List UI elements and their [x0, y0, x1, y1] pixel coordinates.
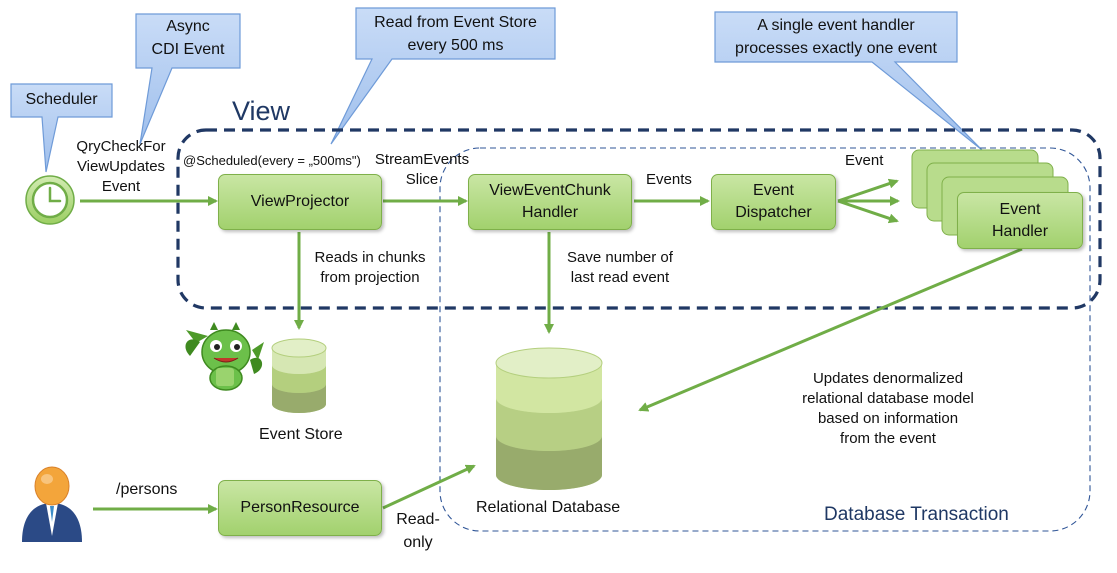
clock-icon — [25, 175, 75, 225]
view-projector-box: ViewProjector — [218, 174, 382, 230]
dispatcher-line-1: Event — [753, 182, 794, 199]
db-transaction-title: Database Transaction — [824, 504, 1009, 525]
view-title: View — [232, 96, 291, 126]
callout-scheduler — [10, 83, 113, 173]
save-line-1: Save number of — [567, 249, 673, 266]
callout-read-line-1: Read from Event Store — [374, 14, 537, 31]
arrow-dispatcher-fan-3 — [837, 199, 899, 224]
callout-single-handler — [714, 11, 983, 151]
callout-async-cdi-text: Async CDI Event — [136, 15, 240, 61]
updates-label: Updates denormalized relational database… — [790, 369, 986, 449]
handler-line-1: Event — [999, 200, 1041, 218]
dispatcher-line-2: Dispatcher — [735, 204, 812, 221]
callout-read-text: Read from Event Store every 500 ms — [356, 11, 555, 57]
chunk-handler-line-2: Handler — [521, 204, 579, 221]
updates-line-4: from the event — [840, 430, 936, 447]
chunk-handler-box: ViewEventChunk Handler — [468, 174, 632, 230]
reads-line-1: Reads in chunks — [314, 249, 426, 266]
event-dispatcher-box: Event Dispatcher — [711, 174, 836, 230]
read-only-line-2: only — [403, 534, 433, 551]
event-store-cylinder — [271, 338, 327, 413]
persons-label: /persons — [116, 481, 178, 498]
callout-read-line-2: every 500 ms — [407, 37, 504, 54]
callout-handler-line-1: A single event handler — [757, 17, 915, 34]
relational-db-cylinder — [495, 347, 603, 490]
stream-events-line-2: Slice — [405, 171, 439, 188]
updates-line-1: Updates denormalized — [812, 370, 964, 387]
db-transaction-boundary — [439, 147, 1091, 532]
callout-async-line-1: Async — [166, 18, 210, 35]
callout-scheduler-text: Scheduler — [25, 91, 98, 108]
event-store-label: Event Store — [259, 426, 343, 443]
callout-async-line-2: CDI Event — [151, 41, 225, 58]
qry-check-label: QryCheckFor ViewUpdates Event — [72, 137, 170, 197]
handler-line-2: Handler — [991, 222, 1049, 240]
event-label: Event — [845, 152, 884, 169]
reads-in-chunks-label: Reads in chunks from projection — [308, 248, 432, 288]
stream-events-label: StreamEvents Slice — [372, 150, 472, 190]
events-label: Events — [646, 171, 692, 188]
relational-db-label: Relational Database — [476, 499, 621, 516]
view-projector-label: ViewProjector — [250, 193, 350, 210]
qry-check-line-3: Event — [101, 178, 141, 195]
event-handler-box: Event Handler — [957, 192, 1083, 249]
qry-check-line-2: ViewUpdates — [76, 158, 166, 175]
updates-line-2: relational database model — [802, 390, 974, 407]
person-resource-label: PersonResource — [240, 499, 360, 516]
mascot-icon — [185, 322, 264, 391]
arrow-handler-to-db — [638, 247, 1023, 412]
person-icon — [22, 466, 82, 542]
view-boundary — [176, 128, 1102, 310]
stream-events-line-1: StreamEvents — [374, 151, 470, 168]
save-number-label: Save number of last read event — [560, 248, 680, 288]
arrows — [80, 178, 1023, 514]
arrow-resource-to-db — [382, 464, 476, 510]
callout-handler-line-2: processes exactly one event — [735, 40, 937, 57]
reads-line-2: from projection — [320, 269, 420, 286]
scheduled-annotation: @Scheduled(every = „500ms") — [183, 153, 361, 168]
person-resource-box: PersonResource — [218, 480, 382, 536]
qry-check-line-1: QryCheckFor — [76, 138, 166, 155]
arrow-dispatcher-fan-1 — [837, 178, 899, 203]
callout-handler-text: A single event handler processes exactly… — [715, 14, 957, 60]
chunk-handler-line-1: ViewEventChunk — [489, 182, 611, 199]
read-only-line-1: Read- — [396, 511, 440, 528]
save-line-2: last read event — [570, 269, 670, 286]
updates-line-3: based on information — [817, 410, 959, 427]
read-only-label: Read- only — [394, 508, 442, 554]
callout-async-cdi — [135, 13, 241, 145]
callout-read-event-store — [330, 7, 556, 145]
